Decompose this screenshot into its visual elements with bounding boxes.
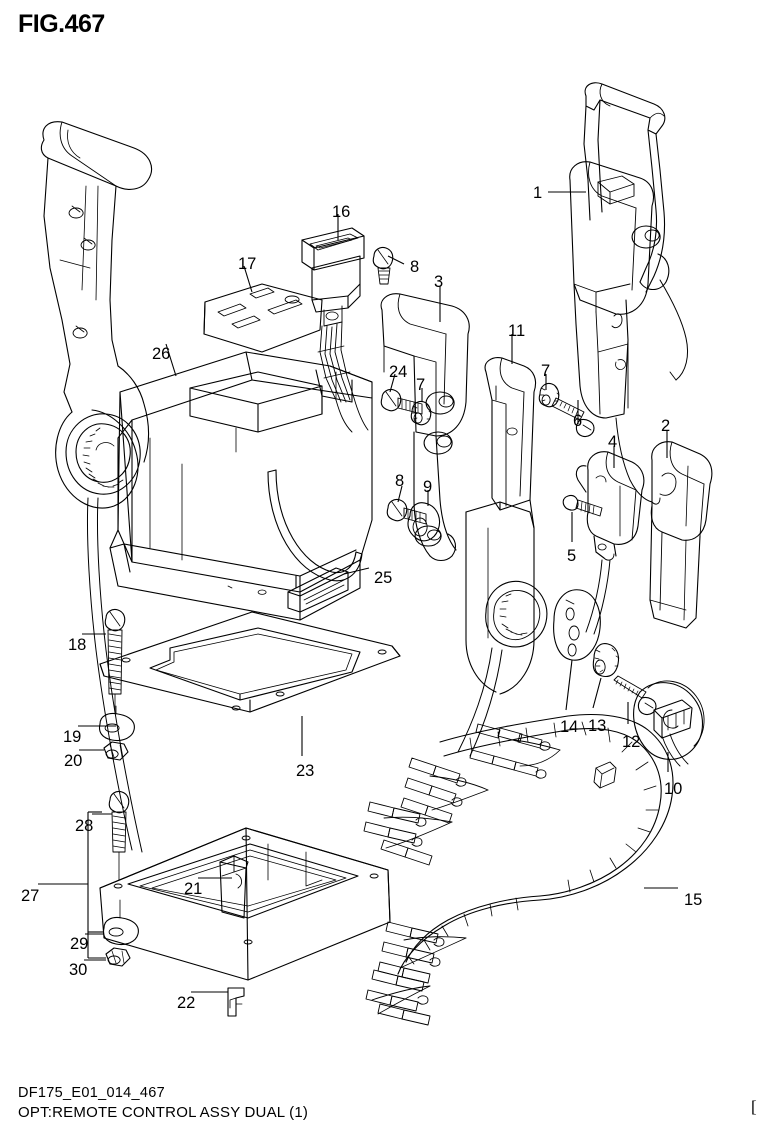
- round-cap-shape: [633, 680, 705, 760]
- screw-upper-shape: [372, 246, 394, 285]
- callout-washer-lock-right: 7: [541, 362, 551, 380]
- callout-bolt-long: 6: [573, 412, 583, 430]
- figure-description: OPT:REMOTE CONTROL ASSY DUAL (1): [18, 1104, 309, 1121]
- grip-handle-right-shape: [649, 441, 713, 629]
- callout-bolt-long-upper: 18: [68, 636, 87, 654]
- callout-grip-handle-left: 4: [608, 433, 618, 451]
- screw-pan-head-shape: [613, 675, 657, 716]
- gasket-plate-shape: [203, 283, 323, 353]
- lever-arm-secondary-shape: [457, 357, 548, 757]
- callout-screw-lower: 8: [395, 472, 405, 490]
- callout-bolt-shoulder: 24: [389, 363, 408, 381]
- callout-remote-control-box-upper-right: 1: [533, 184, 543, 202]
- callout-washer-lower: 29: [70, 935, 89, 953]
- callout-friction-plate-disc: 14: [560, 718, 579, 736]
- bolt-shoulder-shape: [380, 388, 423, 415]
- callout-rocker-switch: 16: [332, 203, 351, 221]
- callout-grip-handle-right: 2: [661, 417, 671, 435]
- remote-control-box-upper-shape: [569, 82, 689, 505]
- screw-small-shape: [562, 494, 603, 517]
- page-title: FIG.467: [18, 10, 105, 38]
- bolt-washer-nut-lower-shape: [102, 790, 139, 967]
- callout-washer-lock-left: 7: [416, 376, 426, 394]
- callout-wiring-harness: 15: [684, 891, 703, 909]
- left-control-lever-shape: [40, 121, 152, 853]
- figure-code: DF175_E01_014_467: [18, 1085, 165, 1101]
- callout-lock-washer-small: 13: [588, 717, 607, 735]
- callout-trim-strip: 25: [374, 569, 393, 587]
- mounting-plate-shape: [99, 611, 401, 713]
- screw-lower-and-washer-shape: [386, 498, 441, 542]
- callout-bracket-assembly-group: 27: [21, 887, 40, 905]
- bolt-washer-nut-upper-shape: [98, 608, 135, 761]
- callout-lever-knob-cover: 3: [434, 273, 444, 291]
- callout-bolt-long-lower: 28: [75, 817, 94, 835]
- callout-gasket-plate: 17: [238, 255, 257, 273]
- lower-bracket-box-shape: [99, 827, 391, 981]
- callout-screw-upper: 8: [410, 258, 420, 276]
- clip-small-shape: [227, 987, 245, 1017]
- callout-mounting-plate: 23: [296, 762, 315, 780]
- lock-washer-left-shape: [410, 400, 432, 426]
- callout-round-cap-cover: 10: [664, 780, 683, 798]
- callout-screw-small: 5: [567, 547, 577, 565]
- grip-handle-left-shape: [575, 451, 645, 635]
- callout-clamp-block: 21: [184, 880, 203, 898]
- callout-screw-pan-head: 12: [622, 733, 641, 751]
- callout-control-box-housing: 26: [152, 345, 171, 363]
- corner-bracket-mark: [: [751, 1097, 757, 1116]
- trim-strip-shape: [287, 567, 349, 613]
- callout-washer-upper: 19: [63, 728, 82, 746]
- callout-clip-small: 22: [177, 994, 196, 1012]
- callout-washer-plain: 9: [423, 478, 433, 496]
- rocker-switch-shape: [301, 227, 369, 433]
- washer-and-bolt-right-shape: [538, 382, 595, 438]
- lever-knob-cover-shape: [380, 293, 470, 562]
- callout-nut-upper: 20: [64, 752, 83, 770]
- lock-washer-shape: [592, 643, 620, 678]
- callout-nut-lower: 30: [69, 961, 88, 979]
- friction-plate-shape: [553, 589, 601, 661]
- footer: DF175_E01_014_467 OPT:REMOTE CONTROL ASS…: [18, 1085, 308, 1121]
- wiring-harness-shape: [363, 699, 693, 1026]
- callout-lever-arm-secondary: 11: [508, 322, 526, 340]
